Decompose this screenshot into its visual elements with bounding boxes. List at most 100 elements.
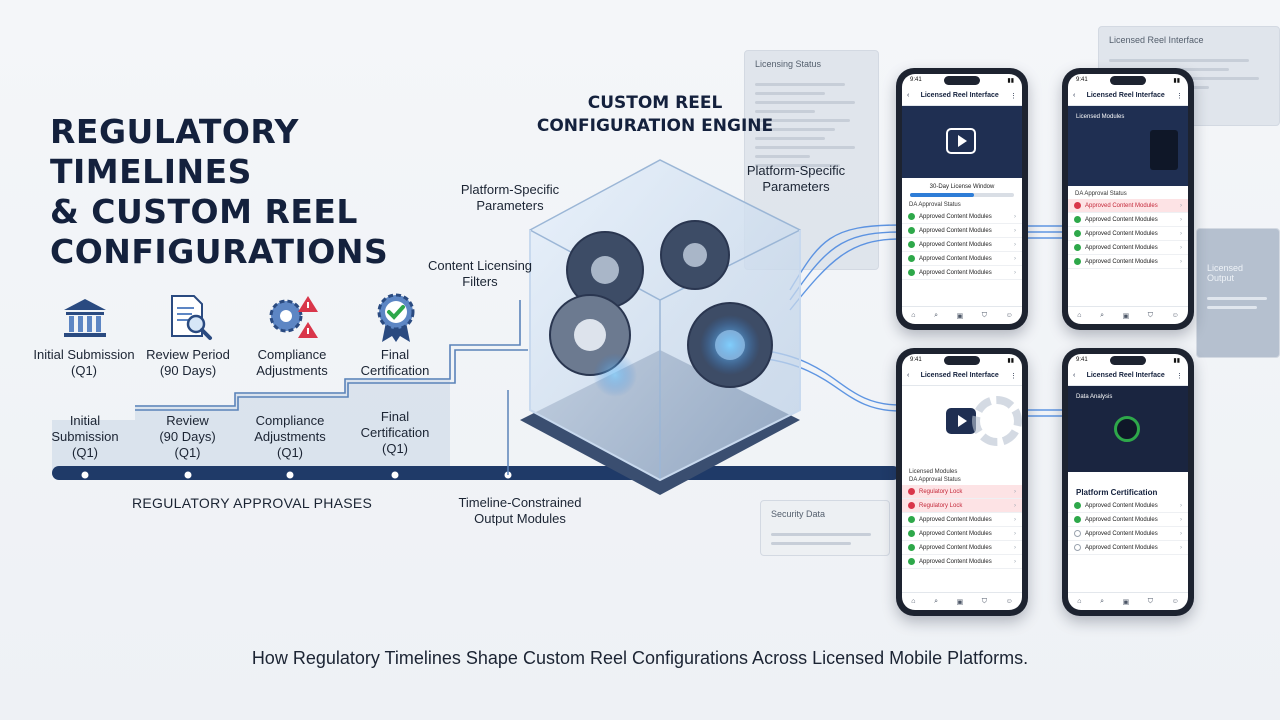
rewards-icon[interactable]: ⛉ <box>981 597 987 605</box>
library-icon[interactable]: ▣ <box>956 312 964 320</box>
check-icon <box>908 255 915 262</box>
home-icon[interactable]: ⌂ <box>1077 312 1082 319</box>
step-label-compliance: Compliance Adjustments (Q1) <box>254 413 326 460</box>
home-icon[interactable]: ⌂ <box>1077 598 1082 605</box>
more-icon[interactable]: ⋮ <box>1176 92 1183 100</box>
back-icon[interactable]: ‹ <box>907 372 910 379</box>
bottom-nav: ⌂ ⌕ ▣ ⛉ ☺ <box>1068 592 1188 610</box>
timeline-bar <box>52 466 900 480</box>
list-item[interactable]: Approved Content Modules› <box>1068 255 1188 269</box>
bottom-nav: ⌂ ⌕ ▣ ⛉ ☺ <box>902 306 1022 324</box>
search-icon[interactable]: ⌕ <box>934 597 938 605</box>
engine-title: CUSTOM REEL CONFIGURATION ENGINE <box>536 93 774 136</box>
check-icon <box>908 227 915 234</box>
hero-title: Data Analysis <box>1076 394 1113 400</box>
library-icon[interactable]: ▣ <box>1122 312 1130 320</box>
rewards-icon[interactable]: ⛉ <box>981 311 987 319</box>
search-icon[interactable]: ⌕ <box>934 311 938 319</box>
list-item[interactable]: Approved Content Modules› <box>902 252 1022 266</box>
certification-badge-icon <box>377 293 415 342</box>
section-head: DA Approval Status <box>1075 191 1127 197</box>
chevron-right-icon: › <box>1180 516 1182 523</box>
list-item[interactable]: Approved Content Modules› <box>902 238 1022 252</box>
check-icon <box>908 213 915 220</box>
more-icon[interactable]: ⋮ <box>1010 92 1017 100</box>
list-item[interactable]: Approved Content Modules› <box>1068 213 1188 227</box>
profile-icon[interactable]: ☺ <box>1171 598 1179 605</box>
sub-section-head: DA Approval Status <box>909 477 961 483</box>
library-icon[interactable]: ▣ <box>1122 598 1130 606</box>
callout-platform-params-right: Platform-Specific Parameters <box>746 163 846 194</box>
phase-label-final-certification: Final Certification <box>360 347 430 378</box>
chevron-right-icon: › <box>1180 530 1182 537</box>
list-item[interactable]: Approved Content Modules› <box>902 210 1022 224</box>
list-item[interactable]: Approved Content Modules› <box>1068 199 1188 213</box>
check-icon <box>908 544 915 551</box>
callout-output-modules: Timeline-Constrained Output Modules <box>458 495 582 526</box>
status-time: 9:41 <box>910 77 922 83</box>
callout-platform-params-left: Platform-Specific Parameters <box>460 182 560 213</box>
library-icon[interactable]: ▣ <box>956 598 964 606</box>
list-item[interactable]: Approved Content Modules› <box>1068 513 1188 527</box>
list-item-label: Approved Content Modules <box>1085 544 1158 551</box>
chevron-right-icon: › <box>1014 502 1016 509</box>
back-icon[interactable]: ‹ <box>1073 92 1076 99</box>
list-item[interactable]: Approved Content Modules› <box>902 527 1022 541</box>
back-icon[interactable]: ‹ <box>1073 372 1076 379</box>
list-item[interactable]: Approved Content Modules› <box>1068 241 1188 255</box>
list-item[interactable]: Regulatory Lock › <box>902 485 1022 499</box>
list-item[interactable]: Approved Content Modules› <box>902 224 1022 238</box>
list-item-label: Approved Content Modules <box>919 241 992 248</box>
list-item-label: Regulatory Lock <box>919 488 963 495</box>
check-icon <box>1074 530 1081 537</box>
phase-step-area <box>52 378 450 470</box>
alert-icon <box>1074 202 1081 209</box>
chevron-right-icon: › <box>1180 258 1182 265</box>
chevron-right-icon: › <box>1180 544 1182 551</box>
profile-icon[interactable]: ☺ <box>1171 312 1179 319</box>
status-time: 9:41 <box>1076 77 1088 83</box>
search-icon[interactable]: ⌕ <box>1100 311 1104 319</box>
step-label-review: Review (90 Days) (Q1) <box>159 413 216 460</box>
list-item-label: Regulatory Lock <box>919 502 963 509</box>
list-item[interactable]: Approved Content Modules› <box>902 541 1022 555</box>
list-item[interactable]: Approved Content Modules› <box>902 266 1022 280</box>
rewards-icon[interactable]: ⛉ <box>1147 311 1153 319</box>
timeline-dots <box>80 470 513 480</box>
check-icon <box>908 558 915 565</box>
alert-icon <box>908 488 915 495</box>
play-icon[interactable] <box>946 128 976 154</box>
list-item[interactable]: Approved Content Modules› <box>902 555 1022 569</box>
bank-icon <box>64 299 106 337</box>
home-icon[interactable]: ⌂ <box>911 598 916 605</box>
phone-4: 9:41▮▮ ‹ Licensed Reel Interface ⋮ Data … <box>1062 348 1194 616</box>
profile-icon[interactable]: ☺ <box>1005 312 1013 319</box>
chevron-right-icon: › <box>1180 502 1182 509</box>
list-item-label: Approved Content Modules <box>919 544 992 551</box>
home-icon[interactable]: ⌂ <box>911 312 916 319</box>
profile-icon[interactable]: ☺ <box>1005 598 1013 605</box>
bg-panel-title: Licensed Output <box>1207 263 1244 283</box>
list-item[interactable]: Approved Content Modules› <box>902 513 1022 527</box>
check-icon <box>908 530 915 537</box>
list-item[interactable]: Approved Content Modules › <box>1068 541 1188 555</box>
app-title: Licensed Reel Interface <box>920 372 999 379</box>
list-item[interactable]: Approved Content Modules› <box>1068 227 1188 241</box>
more-icon[interactable]: ⋮ <box>1010 372 1017 380</box>
list-item[interactable]: Approved Content Modules› <box>1068 499 1188 513</box>
chevron-right-icon: › <box>1014 488 1016 495</box>
list-item[interactable]: Regulatory Lock › <box>902 499 1022 513</box>
rewards-icon[interactable]: ⛉ <box>1147 597 1153 605</box>
list-item-label: Approved Content Modules <box>1085 530 1158 537</box>
hero-title: Licensed Modules <box>1076 114 1125 120</box>
list-item[interactable]: Approved Content Modules › <box>1068 527 1188 541</box>
section-head: Licensed Modules <box>909 469 958 475</box>
hero-banner <box>902 386 1022 464</box>
check-icon <box>1074 230 1081 237</box>
chevron-right-icon: › <box>1014 516 1016 523</box>
search-icon[interactable]: ⌕ <box>1100 597 1104 605</box>
back-icon[interactable]: ‹ <box>907 92 910 99</box>
chevron-right-icon: › <box>1014 227 1016 234</box>
chevron-right-icon: › <box>1180 202 1182 209</box>
more-icon[interactable]: ⋮ <box>1176 372 1183 380</box>
